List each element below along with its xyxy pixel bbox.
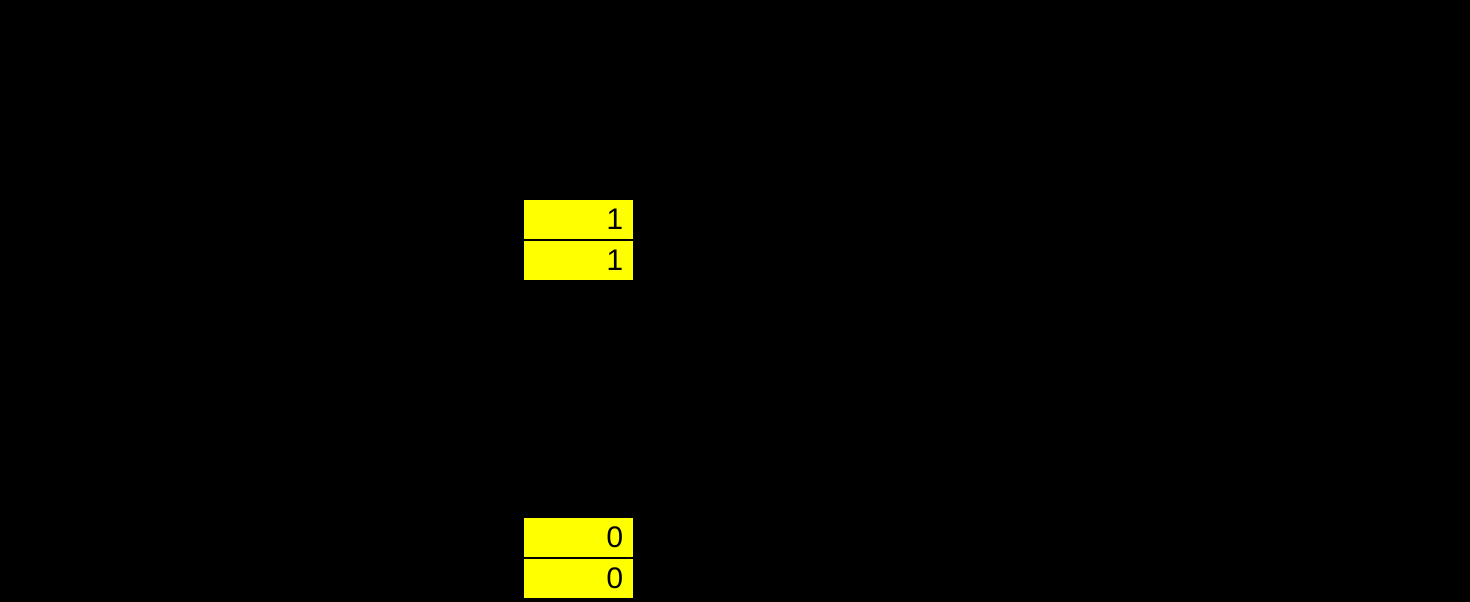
highlighted-cell-bottom-2[interactable]: 0 [524,559,633,598]
highlighted-cell-top-1[interactable]: 1 [524,200,633,239]
cell-group-bottom: 0 0 [524,518,633,598]
highlighted-cell-top-2[interactable]: 1 [524,241,633,280]
highlighted-cell-bottom-1[interactable]: 0 [524,518,633,557]
cell-group-top: 1 1 [524,200,633,280]
